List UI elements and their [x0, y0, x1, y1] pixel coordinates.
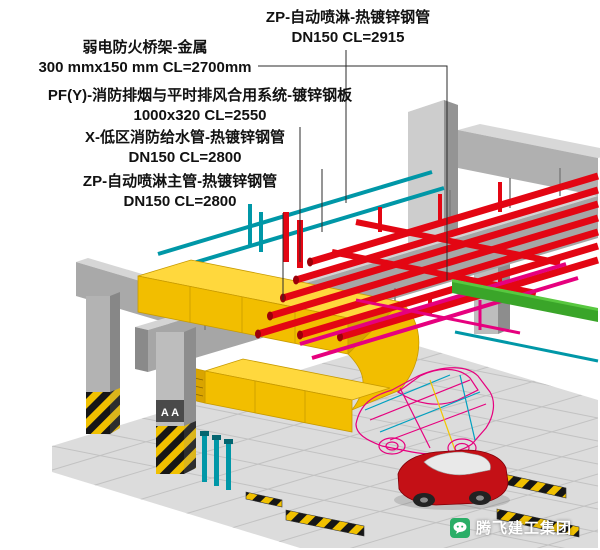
left-rear-column	[86, 292, 120, 434]
annotation-line1: 弱电防火桥架-金属	[82, 39, 208, 56]
annotation-line2: DN150 CL=2800	[128, 149, 242, 166]
annotation-line1: PF(Y)-消防排烟与平时排风合用系统-镀锌钢板	[47, 87, 353, 104]
leader-lines	[258, 50, 448, 300]
center-column: A A	[156, 327, 196, 474]
magenta-pipes	[299, 262, 579, 360]
top-right-beam	[458, 124, 600, 196]
annotation-line1: ZP-自动喷淋-热镀锌钢管	[265, 9, 431, 26]
hazard-stripe-base	[86, 392, 110, 434]
brand-watermark: 腾飞建工集团	[450, 517, 572, 538]
column-sign	[156, 400, 184, 422]
annotation-pf-smoke-duct: PF(Y)-消防排烟与平时排风合用系统-镀锌钢板 1000x320 CL=255…	[0, 86, 400, 126]
annotation-elv-fire-tray: 弱电防火桥架-金属 300 mmx150 mm CL=2700mm	[25, 38, 265, 78]
annotation-line2: 1000x320 CL=2550	[133, 107, 267, 124]
annotation-zp-sprinkler-branch: ZP-自动喷淋-热镀锌钢管 DN150 CL=2915	[248, 8, 448, 48]
annotation-line2: DN150 CL=2915	[291, 29, 405, 46]
cable-tray-green	[452, 279, 599, 363]
wheel-stop	[245, 491, 283, 508]
column-sign-text: A A	[161, 407, 179, 419]
annotation-line1: ZP-自动喷淋主管-热镀锌钢管	[82, 173, 278, 190]
smoke-exhaust-duct-lower	[187, 358, 391, 433]
cyan-riser-pipes	[200, 431, 233, 490]
pipe-end-caps	[255, 257, 343, 342]
annotation-line2: 300 mmx150 mm CL=2700mm	[38, 59, 252, 76]
hazard-stripe-base	[156, 426, 184, 474]
brand-watermark-text: 腾飞建工集团	[476, 520, 573, 537]
red-car	[394, 449, 510, 510]
speed-bump	[496, 508, 580, 538]
red-fire-pipes	[255, 172, 600, 342]
wechat-icon	[450, 517, 470, 538]
cyan-pipes-upper	[157, 170, 445, 272]
cyan-pipe-low	[454, 330, 599, 363]
wireframe-car	[355, 367, 495, 458]
annotation-x-fire-water-main: X-低区消防给水管-热镀锌钢管 DN150 CL=2800	[30, 128, 340, 168]
annotation-line1: X-低区消防给水管-热镀锌钢管	[85, 129, 285, 146]
annotation-line2: DN150 CL=2800	[123, 193, 237, 210]
speed-bump	[285, 509, 365, 537]
annotation-zp-sprinkler-main: ZP-自动喷淋主管-热镀锌钢管 DN150 CL=2800	[25, 172, 335, 212]
